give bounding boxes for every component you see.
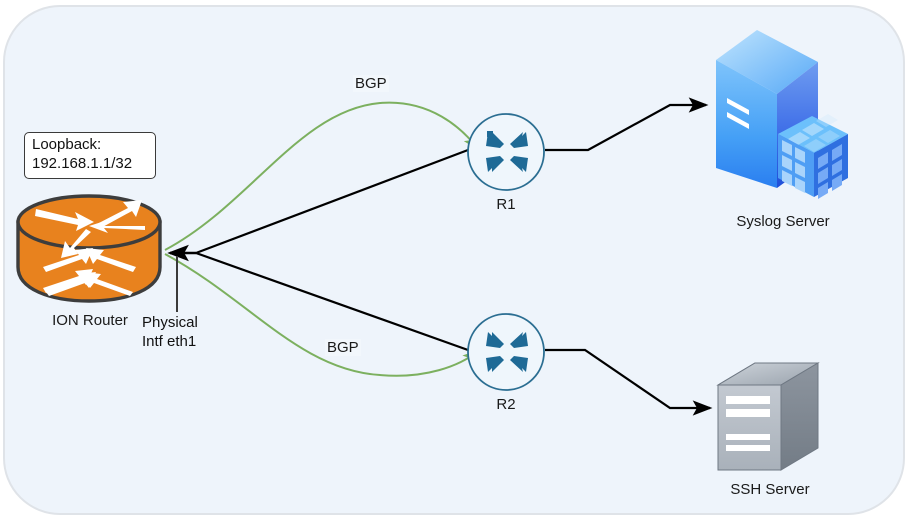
link-r2-to-ssh-server: [545, 348, 713, 416]
r2-node-icon[interactable]: [467, 313, 545, 391]
link-r1-to-syslog-server: [545, 97, 709, 152]
loopback-line-1: Loopback:: [32, 136, 102, 153]
bgp-edge-top: [164, 101, 480, 251]
physical-intf-callout: Physical Intf eth1: [142, 313, 198, 351]
link-r2-to-ion-router: [195, 251, 469, 352]
r2-label: R2: [496, 396, 516, 413]
physical-intf-line-1: Physical: [142, 314, 198, 331]
bgp-edge-bottom: [164, 253, 480, 377]
r1-label: R1: [496, 196, 516, 213]
physical-intf-line-2: Intf eth1: [142, 333, 197, 351]
ssh-server-icon[interactable]: [716, 362, 820, 471]
r1-node-icon[interactable]: [467, 113, 545, 191]
background-panel: [3, 5, 905, 515]
bgp-label-bottom: BGP: [325, 339, 361, 356]
loopback-callout: Loopback: 192.168.1.1/32: [24, 132, 156, 179]
syslog-server-label: Syslog Server: [736, 213, 830, 230]
ion-router-label: ION Router: [52, 312, 128, 329]
ssh-server-label: SSH Server: [730, 481, 810, 498]
loopback-line-2: 192.168.1.1/32: [32, 154, 133, 172]
syslog-server-icon[interactable]: [716, 30, 848, 199]
link-r1-to-ion-router: [195, 148, 469, 255]
ion-router-icon[interactable]: [16, 194, 162, 303]
bgp-label-top: BGP: [353, 75, 389, 92]
syslog-cube-icon: [778, 114, 848, 199]
